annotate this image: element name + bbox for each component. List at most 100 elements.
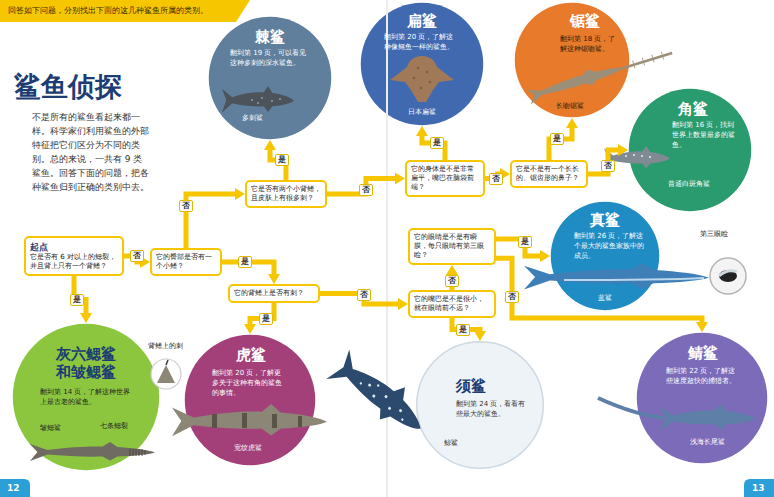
- dogfish-picture: [633, 154, 635, 156]
- answer-label: 是: [238, 256, 252, 268]
- whale-shark-picture: [398, 408, 402, 412]
- answer-label-holder: 否: [489, 173, 503, 185]
- question-box: 它是不是有一个长长的、锯齿形的鼻子？: [510, 160, 588, 188]
- text-holder: 翻到第 26 页，了解这个最大的鲨鱼家族中的成员。: [574, 231, 644, 261]
- whale-shark-picture: [384, 395, 388, 399]
- shark-group-circle: 须鲨翻到第 24 页，看看有些最大的鲨鱼。鲸鲨: [416, 341, 544, 469]
- callout-label: 七条鳃裂: [100, 422, 128, 431]
- intro-text: 不是所有的鲨鱼看起来都一样。科学家们利用鲨鱼的外部特征把它们区分为不同的类别。总…: [32, 110, 150, 194]
- page-hint: 翻到第 24 页，看看有些最大的鲨鱼。: [456, 399, 532, 419]
- picture-caption: 普通白斑角鲨: [668, 180, 710, 189]
- answer-label: 否: [359, 184, 373, 196]
- text-holder: 蓝鲨: [598, 294, 612, 303]
- sawshark-picture: [662, 57, 664, 59]
- bramble-shark-picture: [279, 98, 281, 100]
- sawshark-picture: [634, 66, 636, 68]
- bramble-shark-picture: [257, 102, 259, 104]
- answer-arrow: [549, 125, 572, 160]
- question-text: 它的臀部是否有一个小鳍？: [156, 253, 216, 271]
- page-title: 鲨鱼侦探: [14, 70, 122, 104]
- picture-caption: 宽纹虎鲨: [234, 444, 262, 453]
- text-holder: 宽纹虎鲨: [234, 444, 262, 453]
- eye-inset: [710, 258, 746, 294]
- text-holder: 翻到第 16 页，找到世界上数量最多的鲨鱼。: [672, 120, 738, 150]
- picture-caption: 浅海长尾鲨: [690, 438, 725, 447]
- text-holder: 回答如下问题，分别找出下面的这几种鲨鱼所属的类别。: [8, 6, 208, 16]
- angel-shark-picture: [417, 67, 419, 69]
- answer-label: 否: [505, 291, 519, 303]
- angel-shark-picture: [413, 67, 431, 89]
- eye-inset: [710, 258, 746, 294]
- answer-label-holder: 是: [70, 294, 84, 306]
- answer-label-holder: 否: [505, 291, 519, 303]
- sawshark-picture: [661, 52, 663, 55]
- text-holder: 浅海长尾鲨: [690, 438, 725, 447]
- group-circle-shape: [13, 324, 160, 471]
- whale-shark-picture: [368, 383, 372, 387]
- answer-label-holder: 是: [430, 137, 444, 149]
- group-name: 鲭鲨: [688, 344, 718, 362]
- text-holder: 翻到第 24 页，看看有些最大的鲨鱼。: [456, 399, 532, 419]
- picture-caption: 皱鳃鲨: [40, 424, 61, 433]
- answer-label: 否: [445, 275, 459, 287]
- sawshark-picture: [633, 52, 664, 68]
- answer-label-holder: 否: [445, 275, 459, 287]
- answer-arrow: [422, 133, 445, 160]
- bramble-shark-picture: [271, 100, 273, 102]
- answer-arrow: [250, 303, 274, 327]
- question-box: 它是否有两个小背鳍，且皮肤上有很多刺？: [245, 180, 327, 208]
- horn-shark-picture: [242, 413, 247, 428]
- group-circle-shape: [361, 3, 484, 126]
- question-box: 它的背鳍上是否有刺？: [228, 284, 320, 303]
- picture-caption: 蓝鲨: [598, 294, 612, 303]
- group-circle-shape: [515, 3, 630, 118]
- answer-label-holder: 是: [550, 133, 564, 145]
- answer-label-holder: 否: [601, 160, 615, 172]
- bramble-shark-picture: [261, 97, 263, 99]
- angel-shark-picture: [426, 71, 428, 73]
- start-heading: 起点: [30, 241, 118, 253]
- eye-inset: [719, 270, 737, 282]
- group-name: 棘鲨: [255, 28, 285, 46]
- shark-group-circle: 角鲨翻到第 16 页，找到世界上数量最多的鲨鱼。普通白斑角鲨: [628, 88, 752, 212]
- sawshark-picture: [653, 60, 655, 62]
- question-text: 它是否有两个小背鳍，且皮肤上有很多刺？: [251, 185, 321, 203]
- text-holder: 扁鲨: [407, 12, 437, 30]
- group-name: 须鲨: [456, 377, 486, 395]
- question-text: 它的眼睛是不是有瞬膜，每只眼睛有第三眼睑？: [414, 233, 490, 260]
- group-circle-shape: [209, 17, 332, 140]
- text-holder: 翻到第 14 页，了解这种世界上最古老的鲨鱼。: [40, 387, 132, 407]
- title-holder: 鲨鱼侦探: [14, 70, 122, 104]
- text-holder: 日本扁鲨: [408, 108, 436, 117]
- whale-shark-picture: [372, 394, 376, 398]
- answer-label: 是: [259, 313, 273, 325]
- sawshark-picture: [651, 55, 653, 58]
- whale-shark-picture: [357, 375, 411, 422]
- banner-shape: [0, 0, 250, 22]
- dogfish-picture: [649, 156, 651, 158]
- page-hint: 翻到第 19 页，可以看见这种多刺的深水鲨鱼。: [230, 48, 310, 68]
- group-name: 虎鲨: [236, 346, 266, 364]
- text-holder: 翻到第 19 页，可以看见这种多刺的深水鲨鱼。: [230, 48, 310, 68]
- answer-label: 否: [357, 289, 371, 301]
- answer-label-holder: 否: [359, 184, 373, 196]
- text-holder: 翻到第 20 页，了解这种像鳐鱼一样的鲨鱼。: [384, 32, 460, 52]
- frilled-shark-picture: [130, 449, 145, 456]
- horn-shark-picture: [298, 416, 302, 427]
- group-circle-shape: [637, 333, 768, 464]
- answer-label-holder: 是: [275, 154, 289, 166]
- group-circle-shape: [551, 202, 660, 311]
- label-holder: 13: [752, 482, 765, 494]
- answer-label-holder: 是: [456, 324, 470, 336]
- answer-label: 是: [70, 294, 84, 306]
- page-hint: 翻到第 20 页，了解更多关于这种有角的鲨鱼的事情。: [212, 368, 288, 398]
- whale-shark-picture: [387, 406, 391, 410]
- answer-label-holder: 是: [259, 313, 273, 325]
- text-holder: 鲸鲨: [444, 439, 458, 448]
- question-box: 它的眼睛是不是有瞬膜，每只眼睛有第三眼睑？: [408, 228, 496, 265]
- frilled-shark-picture: [142, 449, 143, 456]
- question-box: 它的身体是不是非常扁平，嘴巴在脑袋前端？: [405, 160, 485, 197]
- horn-shark-picture: [272, 414, 277, 428]
- label-holder: 第三眼睑: [698, 230, 730, 239]
- page-number-tab: [0, 479, 30, 497]
